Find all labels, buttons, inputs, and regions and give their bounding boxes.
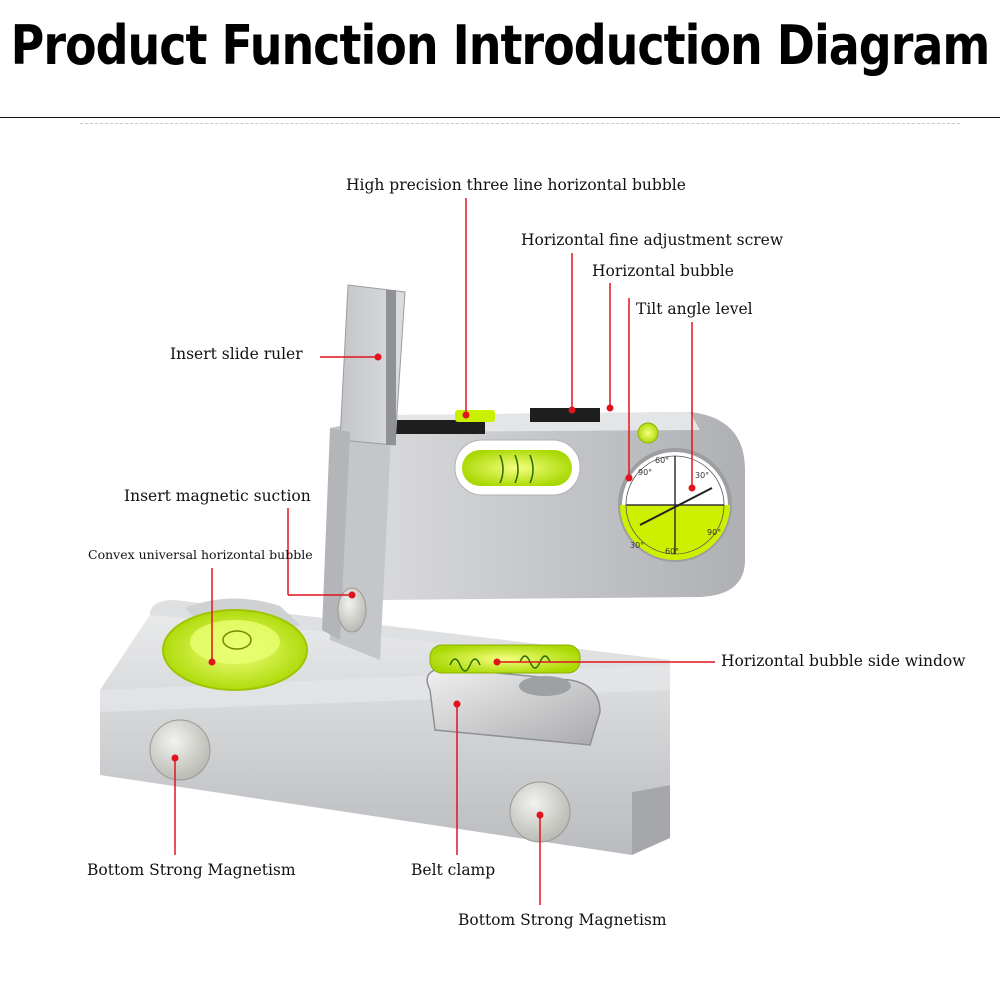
dial-tick: 30° (630, 541, 644, 550)
dashed-divider (80, 123, 960, 124)
dial-tick: 90° (707, 528, 721, 537)
label-side-window: Horizontal bubble side window (721, 652, 966, 670)
label-fine-adjust-screw: Horizontal fine adjustment screw (521, 231, 784, 249)
title-divider (0, 117, 1000, 118)
convex-bubble-vial (162, 609, 308, 691)
label-three-line-bubble: High precision three line horizontal bub… (346, 176, 686, 194)
label-belt-clamp: Belt clamp (411, 861, 496, 879)
belt-clamp (426, 667, 601, 746)
label-convex-bubble: Convex universal horizontal bubble (88, 547, 313, 562)
label-horizontal-bubble: Horizontal bubble (592, 262, 734, 280)
insert-magnet (337, 587, 367, 633)
label-tilt-angle-level: Tilt angle level (636, 300, 753, 318)
magnet-left (149, 719, 211, 781)
label-bottom-magnet-left: Bottom Strong Magnetism (87, 861, 296, 879)
callout-lines (171, 198, 715, 905)
dial-tick: 60° (655, 456, 669, 465)
page-title: Product Function Introduction Diagram (10, 13, 991, 77)
label-slide-ruler: Insert slide ruler (170, 345, 303, 363)
three-line-vial (454, 439, 581, 496)
dial-tick: 30° (695, 471, 709, 480)
horizontal-bubble-dot (637, 422, 659, 444)
slide-ruler (322, 284, 406, 640)
dial-tick: 60° (665, 547, 679, 556)
label-magnetic-suction: Insert magnetic suction (124, 487, 311, 505)
tilt-angle-dial: 90° 60° 30° 30° 60° 90° (618, 448, 732, 562)
side-window-vial (429, 644, 581, 674)
label-bottom-magnet-right: Bottom Strong Magnetism (458, 911, 667, 929)
dial-tick: 90° (638, 468, 652, 477)
